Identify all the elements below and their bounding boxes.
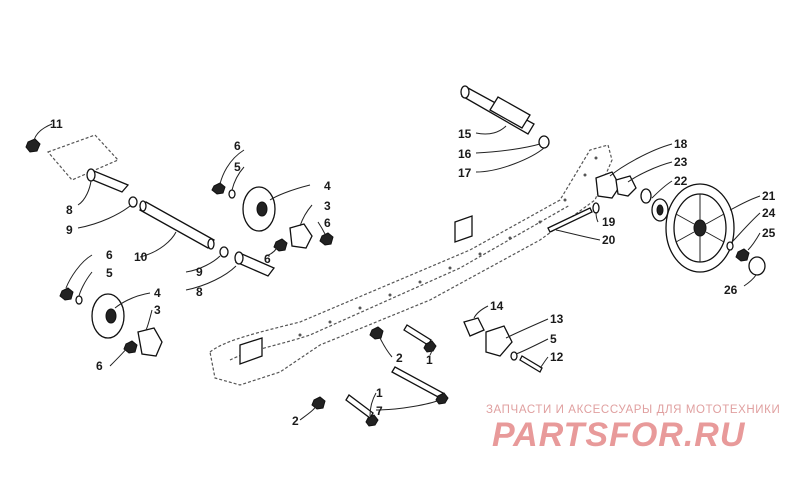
callout-22: 22 xyxy=(674,174,688,188)
callout-21: 21 xyxy=(762,189,776,203)
callout-4-upper: 4 xyxy=(324,179,331,193)
bushing-23 xyxy=(615,175,637,197)
bolt-6-lower xyxy=(123,340,138,354)
callout-18: 18 xyxy=(674,137,688,151)
stopper-13 xyxy=(485,325,513,357)
watermark-caption: ЗАПЧАСТИ И АКСЕССУАРЫ ДЛЯ МОТОТЕХНИКИ xyxy=(486,404,781,416)
callout-5-stopper: 5 xyxy=(550,332,557,346)
callout-10: 10 xyxy=(134,250,148,264)
callout-6-upper-bolt: 6 xyxy=(324,216,331,230)
callout-3-lower: 3 xyxy=(154,303,161,317)
bolt-19-head xyxy=(592,202,600,214)
callout-4-lower: 4 xyxy=(154,286,161,300)
callout-12: 12 xyxy=(550,350,564,364)
callout-6-upper-nut: 6 xyxy=(234,139,241,153)
bolt-6-upper-right xyxy=(319,232,334,246)
callout-9-upper: 9 xyxy=(66,223,73,237)
cap-26 xyxy=(748,256,766,276)
callout-5-upper: 5 xyxy=(234,160,241,174)
bolt-1-upper-head xyxy=(423,340,437,353)
axle-10 xyxy=(139,201,215,249)
bolt-7-head xyxy=(435,392,449,405)
leader-lines xyxy=(33,123,761,421)
front-wheel-group xyxy=(547,171,766,276)
washer-5-stopper xyxy=(510,351,518,361)
callout-6-lower-bolt: 6 xyxy=(96,359,103,373)
rail-clip xyxy=(239,337,263,365)
bolt-1-lower-head xyxy=(365,414,379,427)
watermark-logo: PARTSFOR.RU xyxy=(492,416,746,452)
ring-22a xyxy=(640,188,652,204)
callout-8-upper: 8 xyxy=(66,203,73,217)
shaft-15-end xyxy=(460,85,470,99)
callout-17: 17 xyxy=(458,166,472,180)
callout-23: 23 xyxy=(674,155,688,169)
suspension-rail xyxy=(209,144,613,386)
bolt-1-upper xyxy=(403,324,432,346)
rear-frame-fragment xyxy=(46,134,120,181)
idler-wheel-4-lower-hub xyxy=(105,308,117,324)
bolt-2-upper xyxy=(369,326,384,340)
callout-11: 11 xyxy=(50,117,63,131)
callout-14: 14 xyxy=(490,299,504,313)
bolt-1-lower xyxy=(345,394,374,419)
shaft-15-collar xyxy=(489,96,531,129)
callout-7: 7 xyxy=(376,404,383,418)
spacer-18 xyxy=(595,171,621,199)
axle-10-end-b xyxy=(207,238,215,250)
callout-1-upper: 1 xyxy=(426,353,433,367)
bolt-20 xyxy=(547,207,593,233)
callout-26: 26 xyxy=(724,283,738,297)
idler-wheel-4-upper-hub xyxy=(256,201,268,217)
callout-20: 20 xyxy=(602,233,616,247)
callout-2-lower: 2 xyxy=(292,414,299,428)
bolt-12 xyxy=(519,355,543,373)
callout-2-upper: 2 xyxy=(396,351,403,365)
callout-25: 25 xyxy=(762,226,776,240)
lower-idler-group xyxy=(59,287,163,357)
front-shaft-group xyxy=(460,85,550,149)
callout-8-lower: 8 xyxy=(196,285,203,299)
mounting-bolts xyxy=(311,324,449,427)
callout-6-upper-left: 6 xyxy=(264,252,271,266)
nut-6-upper xyxy=(211,182,226,195)
callout-15: 15 xyxy=(458,127,472,141)
bolt-7 xyxy=(391,366,444,399)
watermark-logo-text: PARTSFOR.RU xyxy=(492,416,746,452)
callout-24: 24 xyxy=(762,206,776,220)
callout-13: 13 xyxy=(550,312,564,326)
washer-9-lower xyxy=(219,246,229,258)
rail-mount-block xyxy=(454,215,473,243)
wheel-21-hub xyxy=(693,219,707,237)
callout-6-lower-nut: 6 xyxy=(106,248,113,262)
callout-5-lower: 5 xyxy=(106,266,113,280)
bolt-25 xyxy=(735,248,750,262)
washer-17 xyxy=(538,135,550,149)
bolt-2-lower xyxy=(311,396,326,410)
axle-10-end xyxy=(139,200,147,212)
stopper-group xyxy=(463,317,543,373)
rear-axle-group xyxy=(25,138,276,277)
washer-9-upper xyxy=(128,196,138,208)
nut-11 xyxy=(25,138,41,153)
washer-5-upper xyxy=(228,189,236,199)
spacer-14 xyxy=(463,317,485,337)
callout-9-lower: 9 xyxy=(196,265,203,279)
rail-holes xyxy=(298,156,598,337)
washer-5-lower xyxy=(75,295,83,305)
spacer-8-lower-end xyxy=(234,251,244,265)
callout-19: 19 xyxy=(602,215,616,229)
bracket-3-lower xyxy=(137,327,163,357)
bearing-22-center xyxy=(656,204,664,216)
callout-labels: 11 8 9 10 9 8 6 5 4 3 6 6 6 5 4 3 6 15 1… xyxy=(50,117,776,428)
callout-16: 16 xyxy=(458,147,472,161)
upper-idler-group xyxy=(211,182,334,252)
callout-1-lower: 1 xyxy=(376,386,383,400)
bracket-3-upper xyxy=(289,223,313,249)
nut-6-lower xyxy=(59,287,74,301)
spacer-8-upper-end xyxy=(86,168,96,182)
callout-3-upper: 3 xyxy=(324,199,331,213)
washer-24 xyxy=(726,241,734,251)
